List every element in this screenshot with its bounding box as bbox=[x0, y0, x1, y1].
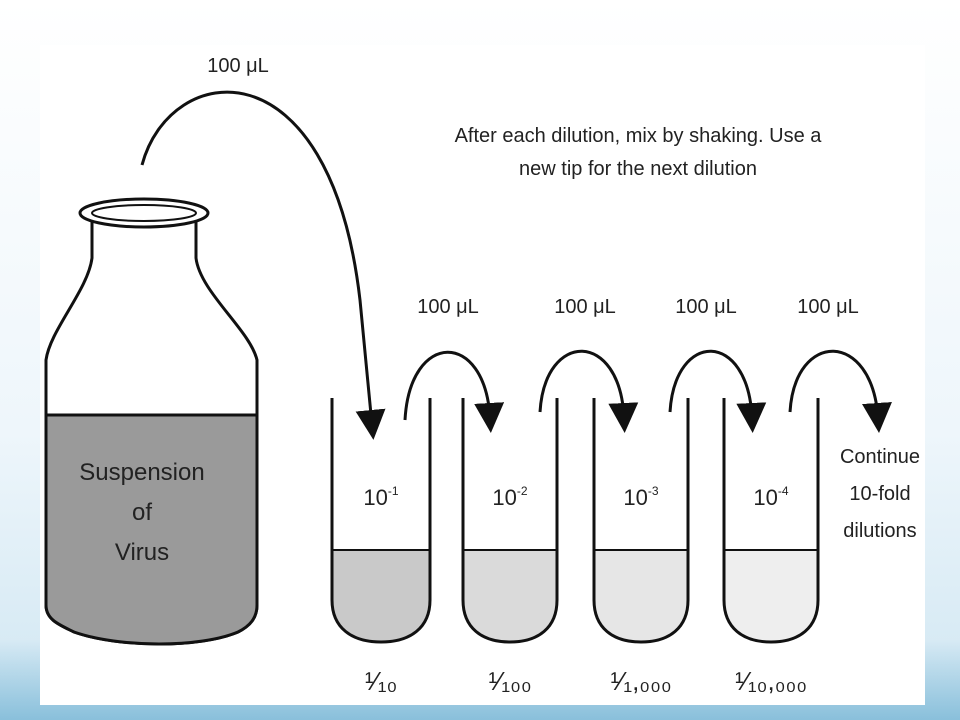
tube-3-fraction: ¹⁄₁,₀₀₀ bbox=[610, 666, 671, 696]
transfer-4: 100 μL bbox=[788, 296, 892, 433]
continue-line1: Continue bbox=[840, 446, 920, 468]
tube-2: 10-2 ¹⁄₁₀₀ bbox=[461, 398, 559, 696]
continue-line2: 10-fold bbox=[849, 483, 910, 505]
instruction-line1: After each dilution, mix by shaking. Use… bbox=[455, 125, 823, 147]
transfer-1: 100 μL bbox=[403, 296, 505, 433]
tube-1-base: 10 bbox=[363, 485, 387, 510]
tube-4: 10-4 ¹⁄₁₀,₀₀₀ bbox=[722, 398, 820, 696]
tube-3: 10-3 ¹⁄₁,₀₀₀ bbox=[592, 398, 690, 696]
transfer-1-arrow bbox=[403, 350, 505, 433]
first-transfer-arrow bbox=[140, 90, 386, 440]
tube-2-liquid bbox=[463, 550, 557, 642]
tube-4-fraction: ¹⁄₁₀,₀₀₀ bbox=[735, 666, 807, 696]
transfer-2-label: 100 μL bbox=[554, 296, 616, 318]
transfer-3-label: 100 μL bbox=[675, 296, 737, 318]
continue-line3: dilutions bbox=[843, 520, 916, 542]
transfer-2: 100 μL bbox=[538, 296, 639, 433]
tube-3-exp: -3 bbox=[648, 484, 659, 498]
transfer-1-label: 100 μL bbox=[417, 296, 479, 318]
bottle-liquid bbox=[47, 415, 256, 644]
transfer-4-arrow bbox=[788, 349, 892, 433]
bottle-rim bbox=[78, 197, 210, 229]
tube-2-exp: -2 bbox=[517, 484, 528, 498]
tube-3-concentration: 10-3 bbox=[623, 484, 658, 510]
tube-3-base: 10 bbox=[623, 485, 647, 510]
transfer-3-arrow bbox=[668, 349, 767, 433]
tube-1-liquid bbox=[332, 550, 430, 642]
instruction-line2: new tip for the next dilution bbox=[519, 158, 757, 180]
first-transfer: 100 μL bbox=[140, 55, 386, 440]
transfer-2-arrow bbox=[538, 349, 639, 433]
bottle-label-line1: Suspension bbox=[79, 459, 204, 486]
tube-4-liquid bbox=[724, 550, 818, 642]
tube-1-fraction: ¹⁄₁₀ bbox=[365, 666, 398, 696]
tube-4-concentration: 10-4 bbox=[753, 484, 788, 510]
transfer-4-label: 100 μL bbox=[797, 296, 859, 318]
virus-bottle: Suspension of Virus bbox=[44, 197, 259, 646]
tube-4-exp: -4 bbox=[778, 484, 789, 498]
bottle-label-line3: Virus bbox=[115, 539, 169, 566]
tube-2-fraction: ¹⁄₁₀₀ bbox=[488, 666, 531, 696]
tube-1: 10-1 ¹⁄₁₀ bbox=[330, 398, 432, 696]
tube-1-exp: -1 bbox=[388, 484, 399, 498]
tube-2-concentration: 10-2 bbox=[492, 484, 527, 510]
transfer-3: 100 μL bbox=[668, 296, 767, 433]
first-transfer-label: 100 μL bbox=[207, 55, 269, 77]
bottle-label-line2: of bbox=[132, 499, 152, 526]
tube-4-base: 10 bbox=[753, 485, 777, 510]
tube-1-concentration: 10-1 bbox=[363, 484, 398, 510]
tube-2-base: 10 bbox=[492, 485, 516, 510]
tube-3-liquid bbox=[594, 550, 688, 642]
